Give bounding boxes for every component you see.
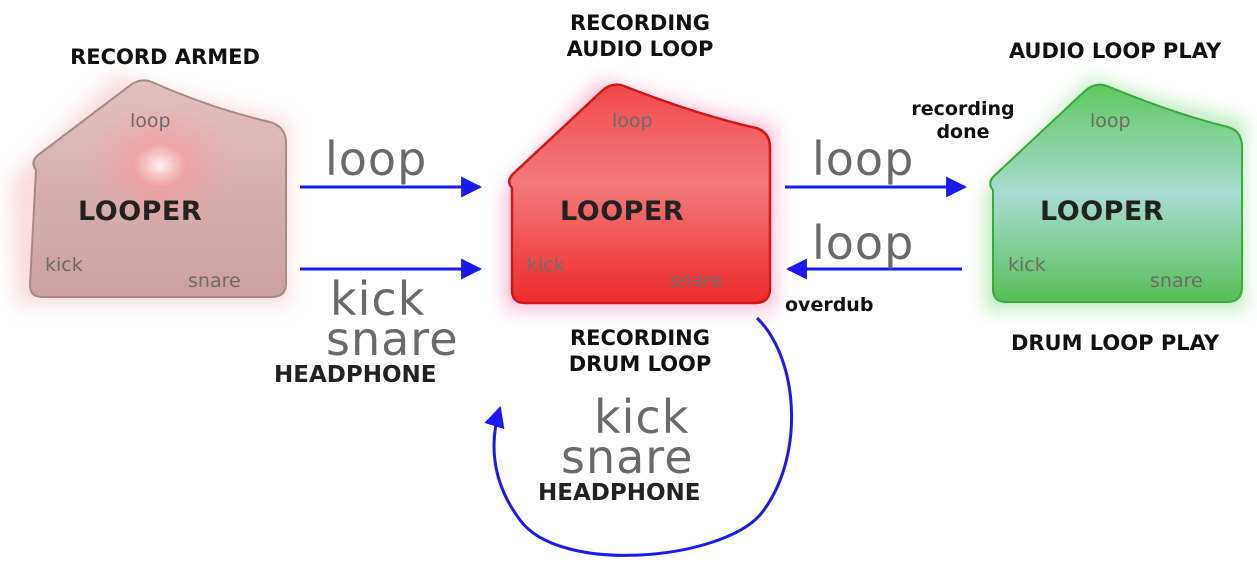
state-title-drum-loop-play: DRUM LOOP PLAY [1010, 331, 1220, 355]
label-armed-drums-snare: snare [326, 312, 459, 366]
arrow-drum-self-loop [484, 316, 793, 557]
note-overdub: overdub [785, 294, 874, 316]
armed-pad-top-label: loop [130, 110, 171, 132]
label-drum-self-snare: snare [561, 430, 694, 484]
armed-pad-highlight [85, 103, 235, 227]
recording-pad-top-label: loop [612, 110, 653, 132]
state-record-armed [10, 75, 290, 305]
label-recording-to-play: loop [812, 132, 915, 186]
recording-pad-right-label: snare [670, 270, 723, 292]
armed-pad-left-label: kick [45, 254, 83, 276]
play-pad-center-label: LOOPER [1040, 196, 1165, 227]
state-audio-loop-play [985, 78, 1245, 310]
note-recording-done: recording done [911, 98, 1015, 143]
state-title-recording-audio: RECORDING AUDIO LOOP [566, 11, 714, 61]
recording-pad [508, 83, 772, 305]
play-pad-right-label: snare [1150, 270, 1203, 292]
label-drum-self-headphone: HEADPHONE [538, 480, 701, 506]
play-pad [989, 83, 1243, 303]
state-title-recording-drum: RECORDING DRUM LOOP [568, 326, 712, 376]
armed-pad-right-label: snare [188, 270, 241, 292]
label-armed-to-recording-loop: loop [325, 132, 428, 186]
state-title-record-armed: RECORD ARMED [70, 45, 260, 69]
label-drum-self-kick: kick [594, 390, 690, 444]
label-armed-drums-headphone: HEADPHONE [274, 362, 437, 388]
state-recording-audio [505, 80, 775, 310]
play-pad-left-label: kick [1008, 254, 1046, 276]
label-armed-drums-kick: kick [330, 272, 426, 326]
play-pad-top-label: loop [1090, 110, 1131, 132]
armed-pad-center-label: LOOPER [78, 196, 203, 227]
recording-pad-center-label: LOOPER [560, 196, 685, 227]
state-title-audio-loop-play: AUDIO LOOP PLAY [1008, 39, 1222, 63]
recording-pad-left-label: kick [527, 254, 565, 276]
label-play-to-recording: loop [812, 216, 915, 270]
